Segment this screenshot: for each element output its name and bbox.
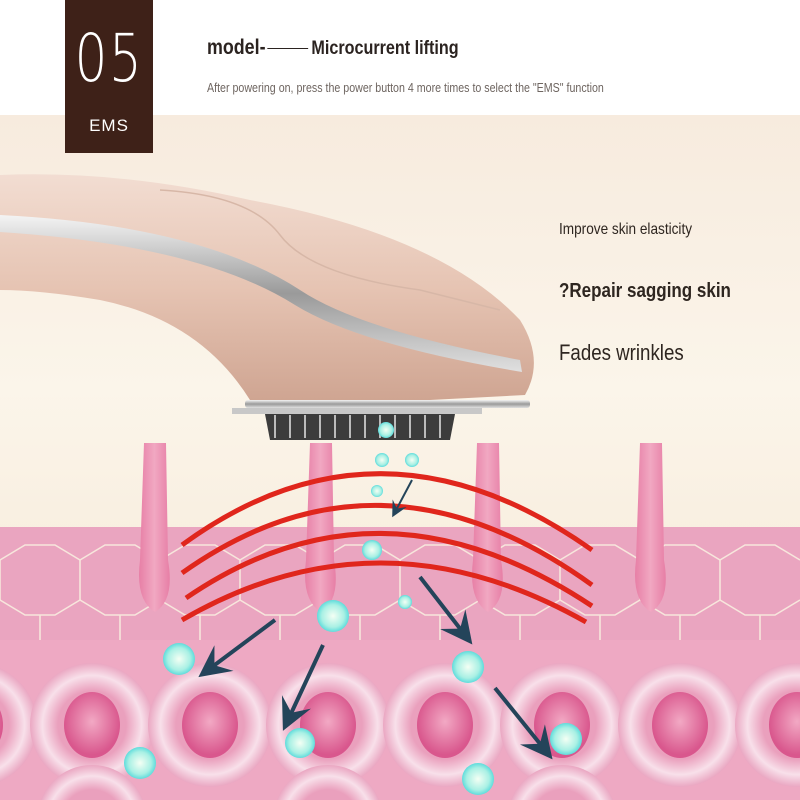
ems-waves	[180, 471, 594, 625]
skin-illustration	[0, 174, 800, 800]
feature-wrinkles: Fades wrinkles	[559, 340, 684, 365]
microcurrent-particles	[124, 422, 582, 795]
illustration-scene: Improve skin elasticity ?Repair sagging …	[0, 115, 800, 800]
feature-sagging: ?Repair sagging skin	[559, 280, 731, 302]
mode-label: EMS	[89, 116, 129, 135]
title-prefix: model-	[207, 36, 266, 59]
direction-arrows	[198, 479, 553, 760]
mode-number: 05	[74, 20, 144, 97]
microcurrent-device	[0, 174, 534, 440]
instruction-text: After powering on, press the power butto…	[207, 80, 604, 95]
feature-elasticity: Improve skin elasticity	[559, 221, 693, 238]
page-title: model- Microcurrent lifting	[207, 36, 459, 60]
title-main: Microcurrent lifting	[311, 38, 459, 59]
title-divider	[267, 47, 309, 49]
mode-badge: 05 EMS	[65, 0, 153, 153]
